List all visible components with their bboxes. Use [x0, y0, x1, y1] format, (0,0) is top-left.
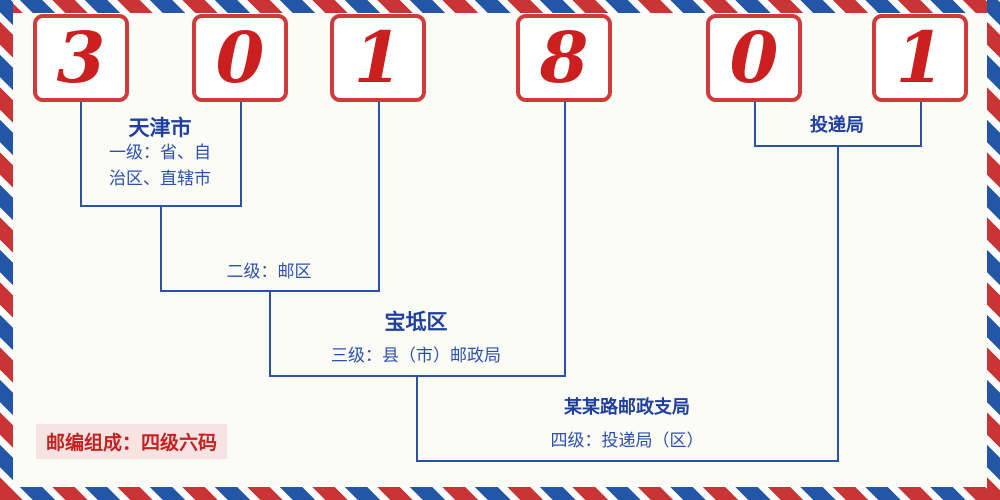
connector-l4-horizontal — [416, 460, 839, 462]
airmail-border-top — [0, 0, 1000, 13]
level3-name: 宝坻区 — [384, 311, 448, 334]
postal-digit: 3 — [56, 16, 106, 99]
level1-name: 天津市 — [128, 117, 192, 140]
connector-delivery-right-vertical — [920, 102, 922, 147]
level4-name: 某某路邮政支局 — [564, 397, 690, 417]
level1-desc: 一级：省、自治区、直辖市 — [109, 143, 211, 189]
connector-l2-right-vertical — [378, 102, 380, 292]
connector-l3-left-vertical — [269, 290, 271, 377]
digit-box: 1 — [872, 14, 968, 102]
level2-desc: 二级：邮区 — [226, 262, 312, 281]
airmail-border-left — [0, 0, 13, 500]
digit-box: 3 — [33, 14, 129, 102]
digit-box: 0 — [192, 14, 288, 102]
footer-composition-label: 邮编组成：四级六码 — [36, 424, 228, 459]
connector-l3-right-vertical — [564, 102, 566, 377]
connector-l2-left-vertical — [160, 205, 162, 292]
digit-box: 1 — [330, 14, 426, 102]
connector-l1-right-vertical — [240, 102, 242, 207]
connector-l1-left-vertical — [80, 102, 82, 207]
airmail-border-right — [987, 0, 1000, 500]
airmail-border-bottom — [0, 487, 1000, 500]
level3-desc: 三级：县（市）邮政局 — [331, 346, 501, 365]
postal-digit: 0 — [215, 16, 265, 99]
postal-digit: 1 — [895, 16, 945, 99]
connector-l4-right-vertical — [837, 145, 839, 462]
delivery-office-label: 投递局 — [810, 115, 864, 135]
postal-digit: 1 — [353, 16, 403, 99]
connector-delivery-left-vertical — [754, 102, 756, 147]
postal-digit: 0 — [729, 16, 779, 99]
digit-box: 0 — [706, 14, 802, 102]
level4-desc: 四级：投递局（区） — [550, 431, 704, 450]
connector-l4-left-vertical — [416, 375, 418, 462]
digit-box: 8 — [516, 14, 612, 102]
postal-digit: 8 — [539, 16, 589, 99]
